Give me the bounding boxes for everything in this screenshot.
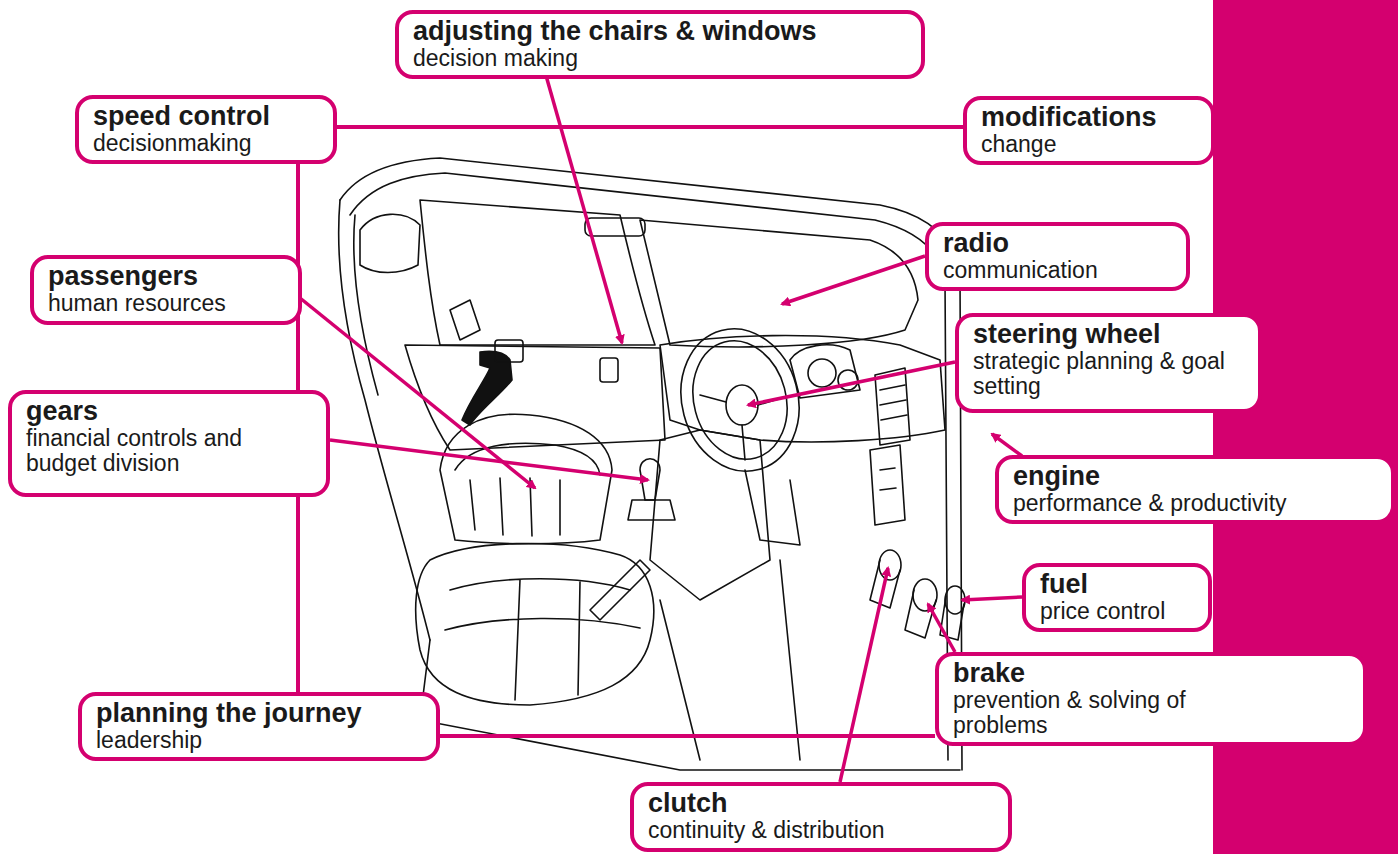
callout-body: decisionmaking: [93, 131, 319, 156]
callout-heading: steering wheel: [973, 320, 1244, 349]
callout-box: adjusting the chairs & windowsdecision m…: [395, 10, 925, 79]
callout-body: human resources: [48, 291, 284, 316]
callout-heading: engine: [1013, 462, 1377, 491]
callout-heading: fuel: [1040, 570, 1194, 599]
leader-arrow: [992, 434, 1022, 456]
callout-box: radiocommunication: [925, 222, 1190, 291]
callout-box: modificationschange: [963, 96, 1215, 165]
connector-line: [337, 125, 963, 129]
callout-heading: modifications: [981, 103, 1197, 132]
callout-heading: brake: [953, 659, 1349, 688]
callout-heading: speed control: [93, 102, 319, 131]
leader-arrow: [748, 362, 955, 405]
leader-arrow: [330, 440, 648, 480]
callout-body: communication: [943, 258, 1172, 283]
leader-arrow: [840, 568, 888, 782]
callout-box: brakeprevention & solving of problems: [935, 652, 1367, 746]
car-line-drawing: [339, 158, 965, 770]
callout-body: performance & productivity: [1013, 491, 1377, 516]
callout-heading: adjusting the chairs & windows: [413, 17, 907, 46]
callout-body: price control: [1040, 599, 1194, 624]
callout-box: steering wheelstrategic planning & goal …: [955, 313, 1262, 413]
callout-box: clutchcontinuity & distribution: [630, 782, 1012, 852]
callout-body: leadership: [96, 728, 422, 753]
connector-line: [440, 734, 935, 738]
callout-heading: radio: [943, 229, 1172, 258]
callout-box: gearsfinancial controls and budget divis…: [8, 390, 330, 497]
callout-box: passengershuman resources: [30, 255, 302, 325]
leader-arrow: [300, 298, 535, 488]
leader-arrow: [928, 604, 955, 652]
callout-heading: clutch: [648, 789, 994, 818]
callout-body: strategic planning & goal setting: [973, 349, 1235, 399]
callout-box: engineperformance & productivity: [995, 455, 1395, 524]
leader-arrow: [962, 597, 1022, 600]
callout-box: speed controldecisionmaking: [75, 95, 337, 164]
callout-box: fuelprice control: [1022, 563, 1212, 632]
callout-body: decision making: [413, 46, 907, 71]
callout-heading: gears: [26, 397, 312, 426]
callout-box: planning the journeyleadership: [78, 692, 440, 761]
leader-arrows: [300, 72, 1022, 782]
leader-arrow: [545, 72, 622, 343]
callout-body: prevention & solving of problems: [953, 688, 1253, 738]
callout-body: financial controls and budget division: [26, 426, 312, 476]
leader-arrow: [782, 256, 925, 304]
callout-body: continuity & distribution: [648, 818, 994, 843]
callout-heading: planning the journey: [96, 699, 422, 728]
callout-body: change: [981, 132, 1197, 157]
callout-heading: passengers: [48, 262, 284, 291]
